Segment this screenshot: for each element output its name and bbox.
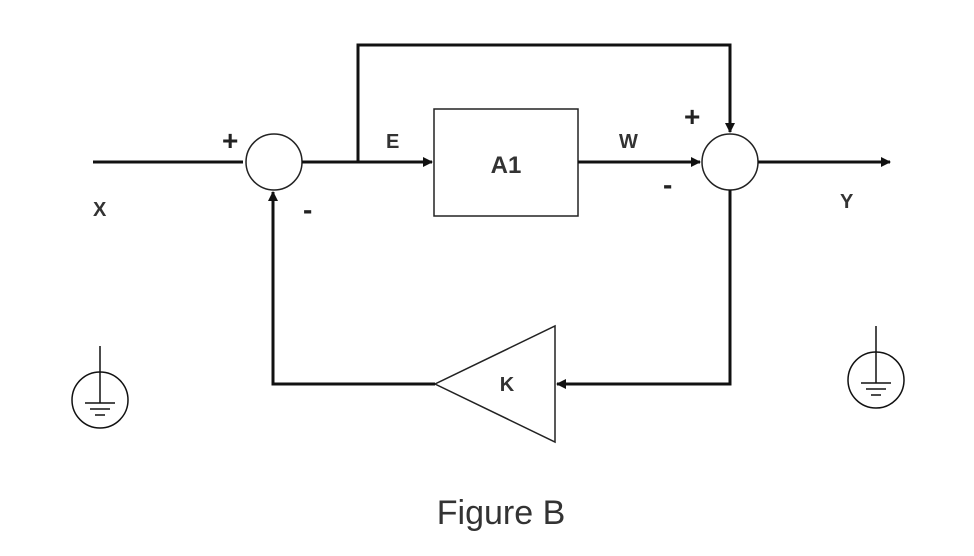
block-a1 <box>433 108 579 217</box>
label-a1: A1 <box>491 152 522 179</box>
gain-block-k <box>433 324 556 444</box>
feedback-wire-right <box>556 190 732 389</box>
feedback-wire-left <box>268 191 435 386</box>
sign-plus-junction-2: + <box>684 101 700 132</box>
ground-icon <box>847 326 905 409</box>
sign-minus-junction-2: - <box>663 169 672 200</box>
sign-plus-junction-1: + <box>222 125 238 156</box>
sign-minus-junction-1: - <box>303 194 312 225</box>
label-y: Y <box>840 191 854 213</box>
figure-caption: Figure B <box>437 494 566 532</box>
label-x: X <box>93 199 107 221</box>
label-k: K <box>500 374 515 396</box>
label-e: E <box>386 131 399 153</box>
label-w: W <box>619 131 638 153</box>
ground-icon <box>71 346 129 429</box>
feedforward-wire <box>356 43 735 162</box>
summing-junction-2 <box>701 133 759 191</box>
summing-junction-1 <box>245 133 303 191</box>
